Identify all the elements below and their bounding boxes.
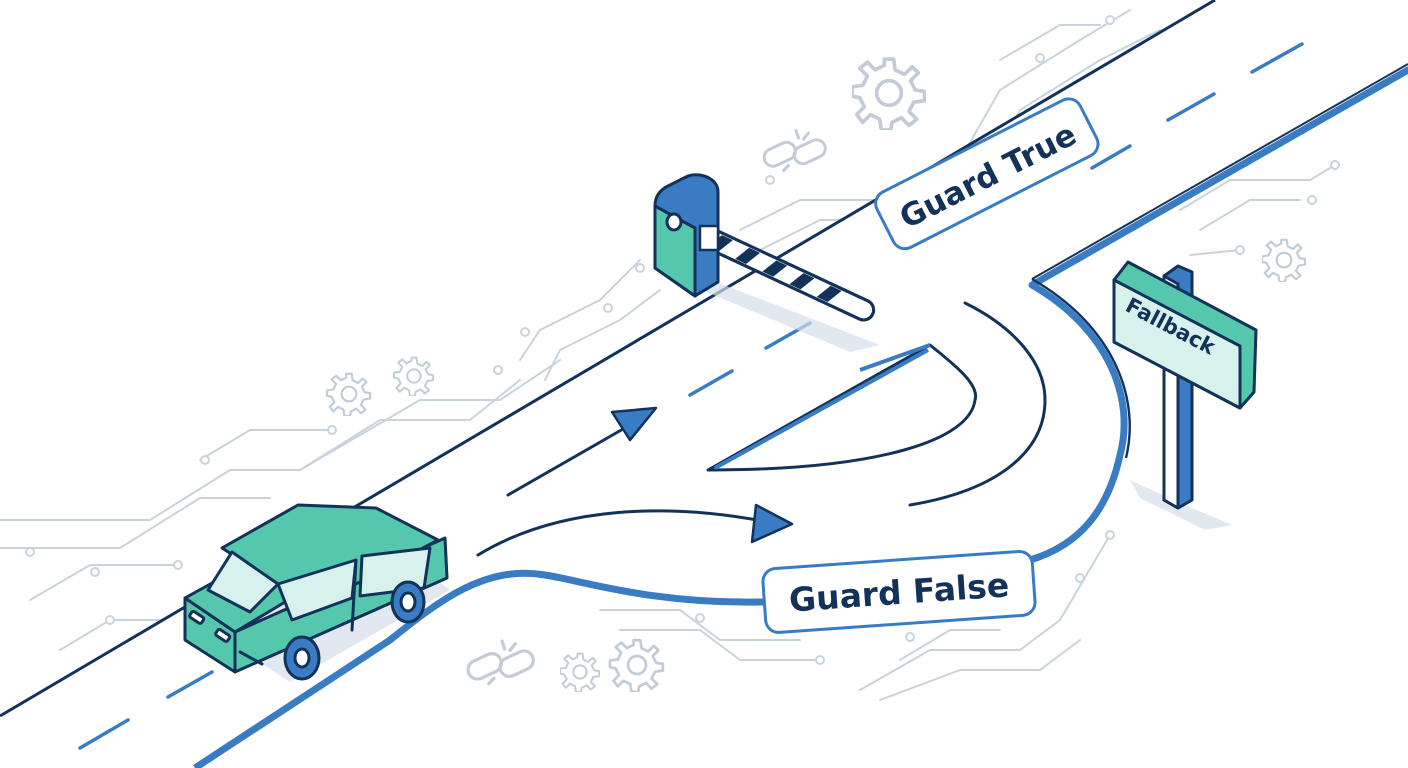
gear-icon	[392, 356, 435, 396]
gear-icon	[325, 372, 372, 416]
guard-false-label: Guard False	[761, 549, 1037, 634]
link-icon	[463, 639, 539, 686]
link-icon	[759, 128, 830, 173]
arrow-icon	[476, 509, 770, 557]
barrier-gate-icon	[653, 173, 880, 352]
arrow-icon	[750, 503, 794, 544]
gear-icon	[852, 57, 926, 130]
arrow-icon	[610, 406, 658, 442]
signpost-icon: Fallback	[1112, 260, 1258, 530]
arrow-icon	[506, 423, 632, 497]
car-icon	[183, 503, 450, 682]
gear-icon	[608, 638, 665, 692]
route-arrows	[476, 406, 794, 557]
gear-icon	[1262, 238, 1306, 282]
gear-icon	[560, 652, 600, 692]
